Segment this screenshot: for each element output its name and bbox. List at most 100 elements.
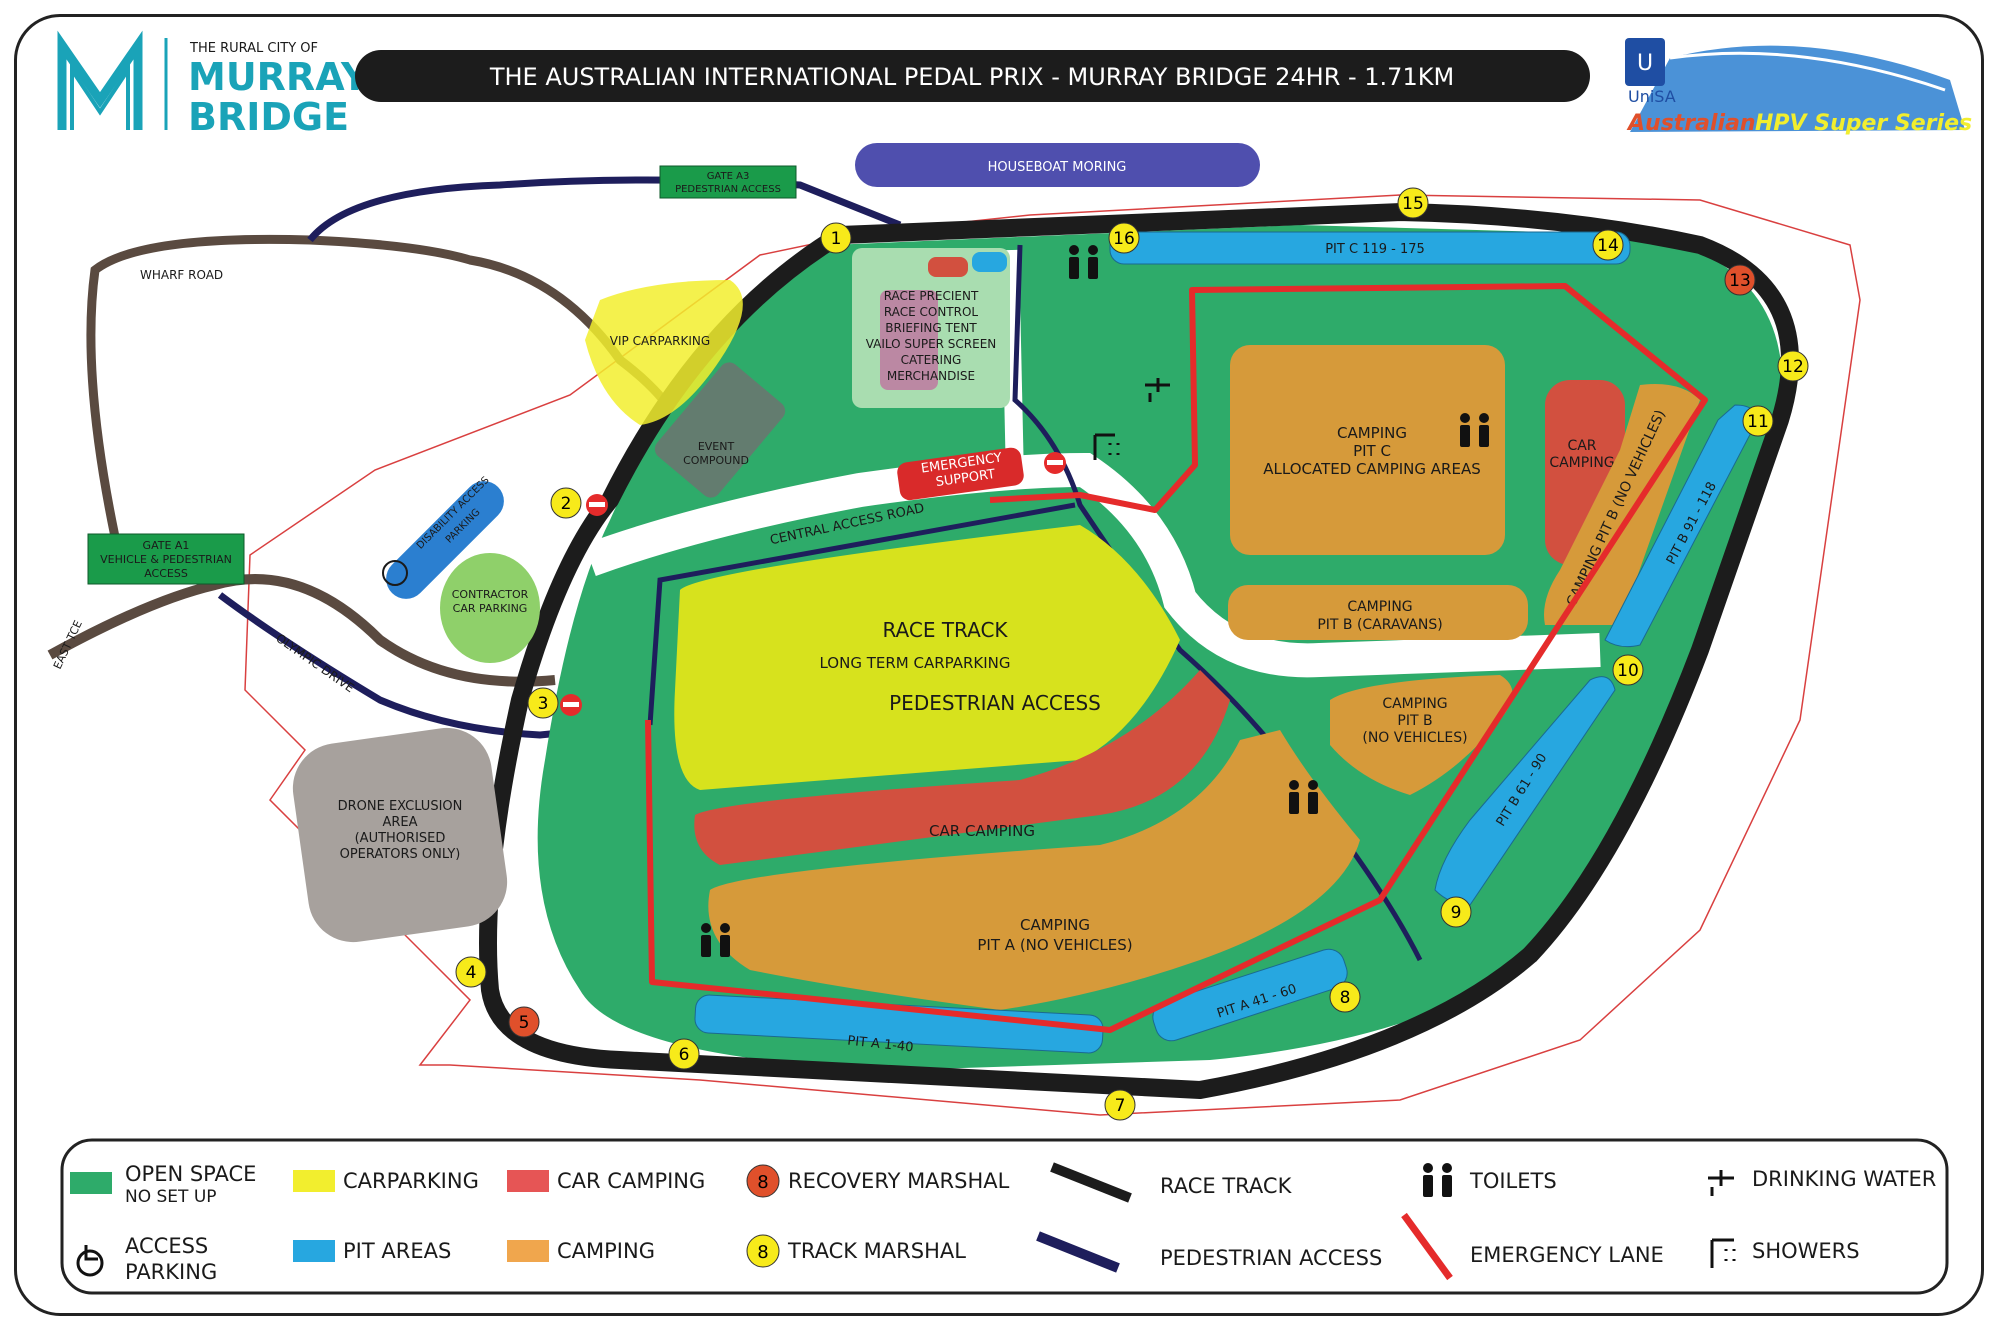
event-compound-area xyxy=(654,362,786,498)
race-track-lt-line1: RACE TRACK xyxy=(882,618,1008,642)
logo-line1: MURRAY xyxy=(188,55,369,99)
legend-pit-areas: PIT AREAS xyxy=(343,1239,451,1263)
pit-b-91-area xyxy=(1604,404,1757,648)
gate-a1-line2: VEHICLE & PEDESTRIAN xyxy=(100,553,232,566)
legend-camping-swatch xyxy=(507,1240,549,1262)
pedestrian-path xyxy=(307,176,902,243)
pit-a-1-label: PIT A 1-40 xyxy=(847,1034,914,1056)
contractor-parking-area xyxy=(440,553,540,663)
toilets-icon xyxy=(1460,413,1489,447)
track-marshal-marker: 2 xyxy=(550,487,582,519)
legend-access-parking-icon xyxy=(76,1245,104,1277)
svg-text:3: 3 xyxy=(538,694,549,714)
legend-recovery-marshal: RECOVERY MARSHAL xyxy=(788,1169,1010,1193)
car-camping-a-label: CAR CAMPING xyxy=(929,822,1035,840)
car-camping-c-line1: CAR xyxy=(1567,438,1596,454)
precinct-tent-area xyxy=(972,252,1007,272)
track-marshal-marker: 4 xyxy=(455,956,487,988)
legend-car-camping-swatch xyxy=(507,1170,549,1192)
long-term-carparking-area xyxy=(674,525,1180,790)
camping-pit-b-small-area xyxy=(1330,675,1513,795)
precinct-line1: RACE PRECIENT xyxy=(884,289,979,303)
logo-line2: BRIDGE xyxy=(188,95,349,139)
track-marshal-marker: 15 xyxy=(1397,187,1429,219)
legend-drinking-water: DRINKING WATER xyxy=(1752,1167,1936,1191)
legend-race-track: RACE TRACK xyxy=(1160,1174,1293,1198)
access-parking-icon xyxy=(382,560,408,586)
legend-access-parking-1: ACCESS xyxy=(125,1234,208,1258)
houseboat-label: HOUSEBOAT MORING xyxy=(988,160,1127,175)
east-tce-label: EAST TCE xyxy=(51,618,85,671)
road xyxy=(47,574,556,687)
map-frame xyxy=(14,14,1984,1316)
track-marshal-marker: 9 xyxy=(1440,896,1472,928)
camping-pit-b-caravans-area xyxy=(1228,585,1528,640)
pedestrian-path xyxy=(217,592,641,739)
svg-text:7: 7 xyxy=(1115,1096,1126,1116)
track-marshal-marker: 1 xyxy=(820,222,852,254)
legend-drinking-water-icon xyxy=(1708,1170,1734,1196)
legend-open-space-2: NO SET UP xyxy=(125,1187,217,1207)
camping-pit-b-small-line2: PIT B xyxy=(1397,713,1432,729)
gate-a3-sign xyxy=(659,165,797,199)
sponsor-series-b: HPV Super Series xyxy=(1755,111,1972,136)
svg-text:12: 12 xyxy=(1782,357,1804,377)
camping-pit-b-small-line1: CAMPING xyxy=(1382,696,1447,712)
toilets-icon xyxy=(1069,245,1098,279)
pedestrian-path xyxy=(1012,244,1423,962)
svg-text:14: 14 xyxy=(1597,236,1619,256)
svg-text:U: U xyxy=(1637,51,1653,76)
gate-a3-line1: GATE A3 xyxy=(707,171,750,182)
legend-showers-icon xyxy=(1710,1238,1736,1268)
gate-a3-line2: PEDESTRIAN ACCESS xyxy=(675,184,781,195)
legend-pit-swatch xyxy=(293,1240,335,1262)
track-marshal-marker: 3 xyxy=(527,687,559,719)
legend-camping: CAMPING xyxy=(557,1239,655,1263)
camping-pit-c-line2: PIT C xyxy=(1353,442,1391,460)
legend-carparking-swatch xyxy=(293,1170,335,1192)
drone-label-1: DRONE EXCLUSION xyxy=(338,799,463,814)
precinct-line6: MERCHANDISE xyxy=(887,369,975,383)
precinct-tent-area xyxy=(928,257,968,277)
track-marshal-marker: 16 xyxy=(1108,222,1140,254)
svg-text:15: 15 xyxy=(1402,194,1424,214)
svg-text:11: 11 xyxy=(1747,412,1769,432)
sponsor-series-a: Australian xyxy=(1626,111,1756,136)
unisa-shield-icon xyxy=(1625,38,1665,86)
precinct-line3: BRIEFING TENT xyxy=(885,321,977,335)
gate-a1-line1: GATE A1 xyxy=(143,539,190,552)
camping-pit-b-nv-area xyxy=(1544,384,1700,625)
camping-pit-c-line1: CAMPING xyxy=(1337,424,1407,442)
svg-text:2: 2 xyxy=(561,494,572,514)
legend-emergency-lane: EMERGENCY LANE xyxy=(1470,1243,1664,1267)
camping-pit-c-line3: ALLOCATED CAMPING AREAS xyxy=(1263,460,1480,478)
road xyxy=(1001,249,1024,481)
pit-a-41-area xyxy=(1152,948,1348,1042)
svg-text:8: 8 xyxy=(1340,988,1351,1008)
svg-text:8: 8 xyxy=(757,1242,768,1263)
sponsor-org: UniSA xyxy=(1628,87,1676,106)
legend-emergency-line xyxy=(1401,1212,1453,1281)
legend-race-track-line xyxy=(1050,1162,1132,1203)
legend-open-space-swatch xyxy=(70,1172,112,1194)
race-track-lt-line3: PEDESTRIAN ACCESS xyxy=(889,691,1101,715)
logo: THE RURAL CITY OF MURRAY BRIDGE xyxy=(57,30,369,139)
svg-text:10: 10 xyxy=(1617,661,1639,681)
legend-access-parking-2: PARKING xyxy=(125,1260,217,1284)
merchandise-area xyxy=(880,290,938,390)
recovery-marshal-marker: 5 xyxy=(508,1006,540,1038)
svg-text:8: 8 xyxy=(757,1172,768,1193)
camping-pit-b-small-line3: (NO VEHICLES) xyxy=(1362,730,1467,746)
drone-exclusion-area xyxy=(292,727,508,943)
track-marshal-marker: 8 xyxy=(1329,981,1361,1013)
camping-pit-a-area xyxy=(708,730,1360,1010)
legend-panel xyxy=(60,1138,1949,1295)
legend-toilets: TOILETS xyxy=(1469,1169,1557,1193)
legend-track-marshal: TRACK MARSHAL xyxy=(787,1239,966,1263)
emergency-support-area xyxy=(897,447,1024,501)
no-entry-icon xyxy=(1044,452,1066,474)
track-marshal-marker: 10 xyxy=(1612,654,1644,686)
precinct-line5: CATERING xyxy=(901,353,962,367)
legend-open-space-1: OPEN SPACE xyxy=(125,1162,256,1186)
legend-pedestrian-line xyxy=(1036,1231,1120,1273)
